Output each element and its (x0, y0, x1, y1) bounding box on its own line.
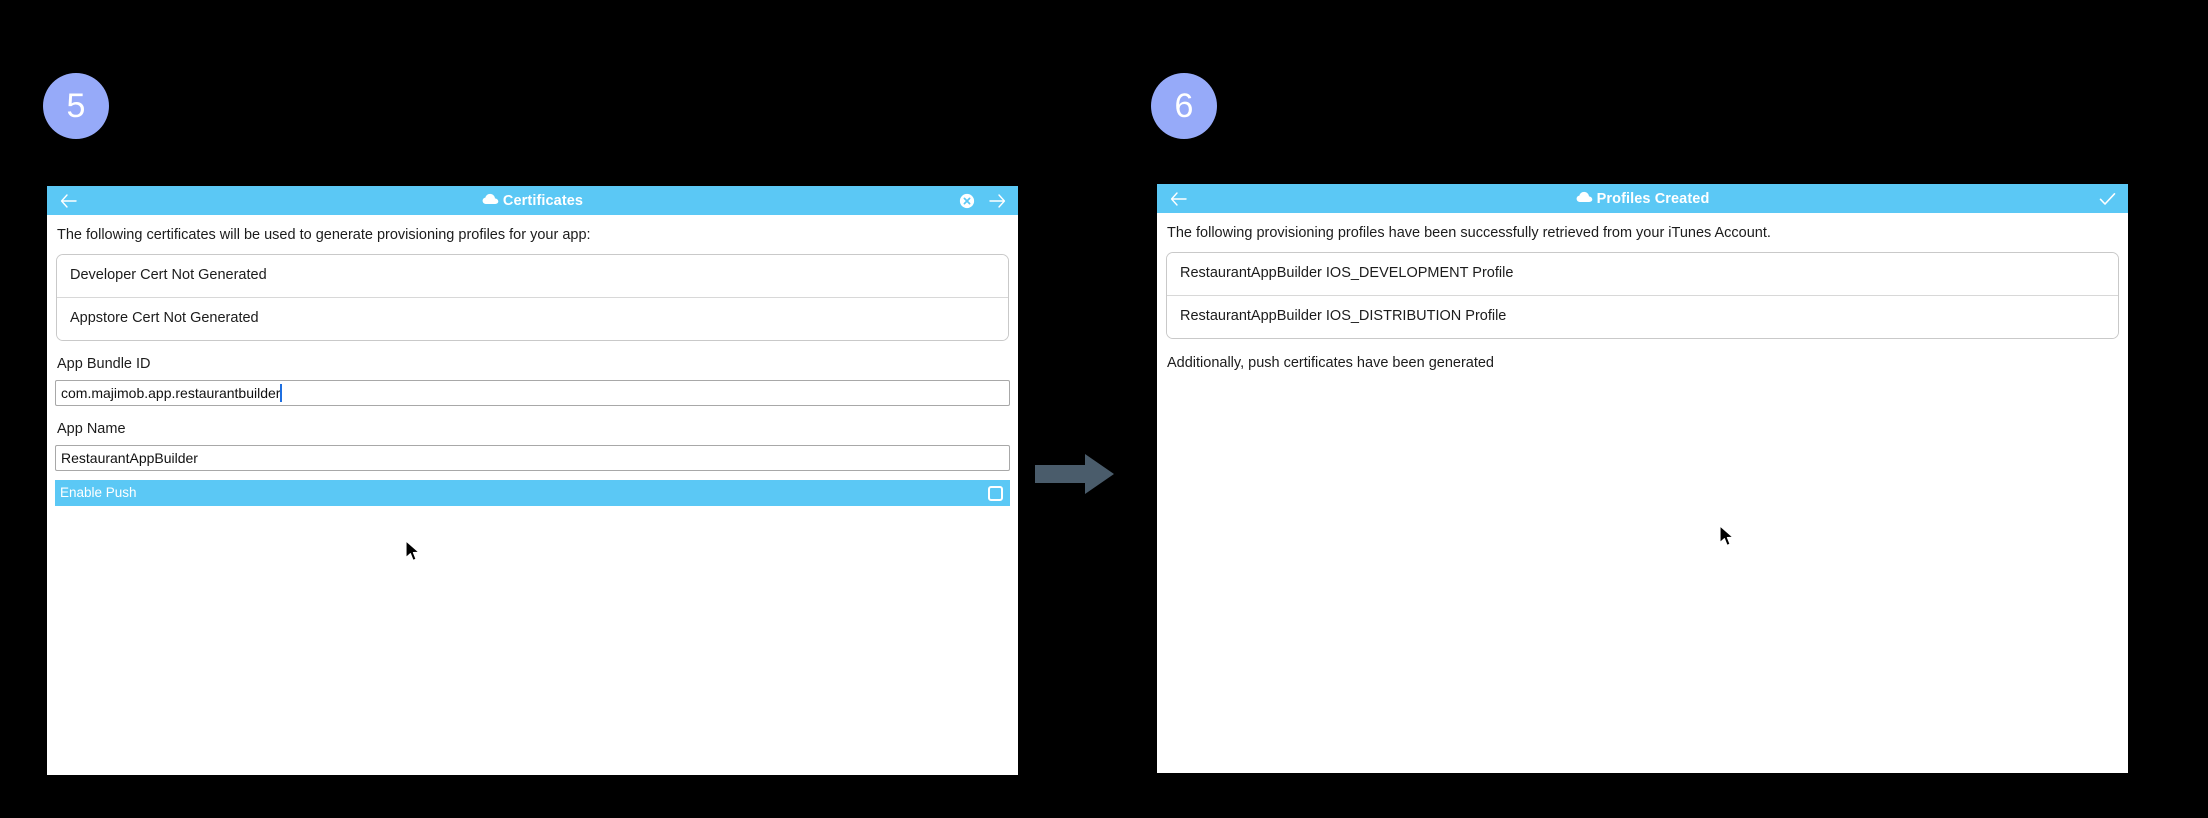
certificates-list-card: Developer Cert Not Generated Appstore Ce… (56, 254, 1009, 342)
app-name-input[interactable] (55, 445, 1010, 472)
text-caret (280, 384, 282, 403)
profiles-list-card: RestaurantAppBuilder IOS_DEVELOPMENT Pro… (1166, 252, 2119, 340)
forward-arrow-icon[interactable] (982, 186, 1012, 215)
back-arrow-icon[interactable] (1163, 184, 1193, 213)
profiles-header-bar: Profiles Created (1157, 184, 2128, 213)
right-arrow-icon (1035, 452, 1115, 496)
app-name-input-wrap (55, 445, 1010, 472)
close-circle-icon[interactable] (952, 186, 982, 215)
app-bundle-id-input[interactable] (55, 380, 1010, 407)
certificates-title: Certificates (502, 192, 584, 209)
certificates-intro-text: The following certificates will be used … (57, 227, 591, 243)
profiles-body: The following provisioning profiles have… (1157, 213, 2128, 773)
step-badge-6: 6 (1151, 73, 1217, 139)
push-certificates-note: Additionally, push certificates have bee… (1167, 355, 1495, 372)
profiles-title-group: Profiles Created (1157, 191, 2128, 207)
cloud-icon (482, 193, 499, 209)
list-item[interactable]: RestaurantAppBuilder IOS_DEVELOPMENT Pro… (1167, 253, 2118, 296)
enable-push-checkbox[interactable] (988, 485, 1003, 501)
cloud-icon (1576, 191, 1593, 207)
step-badge-5: 5 (43, 73, 109, 139)
enable-push-row[interactable]: Enable Push (55, 480, 1010, 507)
profiles-title: Profiles Created (1596, 190, 1710, 207)
certificates-title-group: Certificates (47, 193, 1018, 209)
back-arrow-icon[interactable] (53, 186, 83, 215)
step-badge-6-number: 6 (1174, 87, 1194, 125)
check-icon[interactable] (2092, 184, 2122, 213)
profiles-created-screen: Profiles Created The following provision… (1157, 184, 2128, 773)
step-badge-5-number: 5 (66, 87, 86, 125)
profiles-intro-text: The following provisioning profiles have… (1167, 225, 1771, 241)
app-bundle-id-label: App Bundle ID (57, 356, 151, 373)
list-item[interactable]: Appstore Cert Not Generated (57, 297, 1008, 341)
enable-push-label: Enable Push (60, 485, 137, 501)
app-bundle-id-input-wrap (55, 380, 1010, 407)
certificates-header-bar: Certificates (47, 186, 1018, 215)
list-item[interactable]: RestaurantAppBuilder IOS_DISTRIBUTION Pr… (1167, 295, 2118, 339)
app-name-label: App Name (57, 421, 126, 438)
certificates-body: The following certificates will be used … (47, 215, 1018, 775)
list-item[interactable]: Developer Cert Not Generated (57, 255, 1008, 298)
certificates-screen: Certificates The following certificates … (47, 186, 1018, 775)
